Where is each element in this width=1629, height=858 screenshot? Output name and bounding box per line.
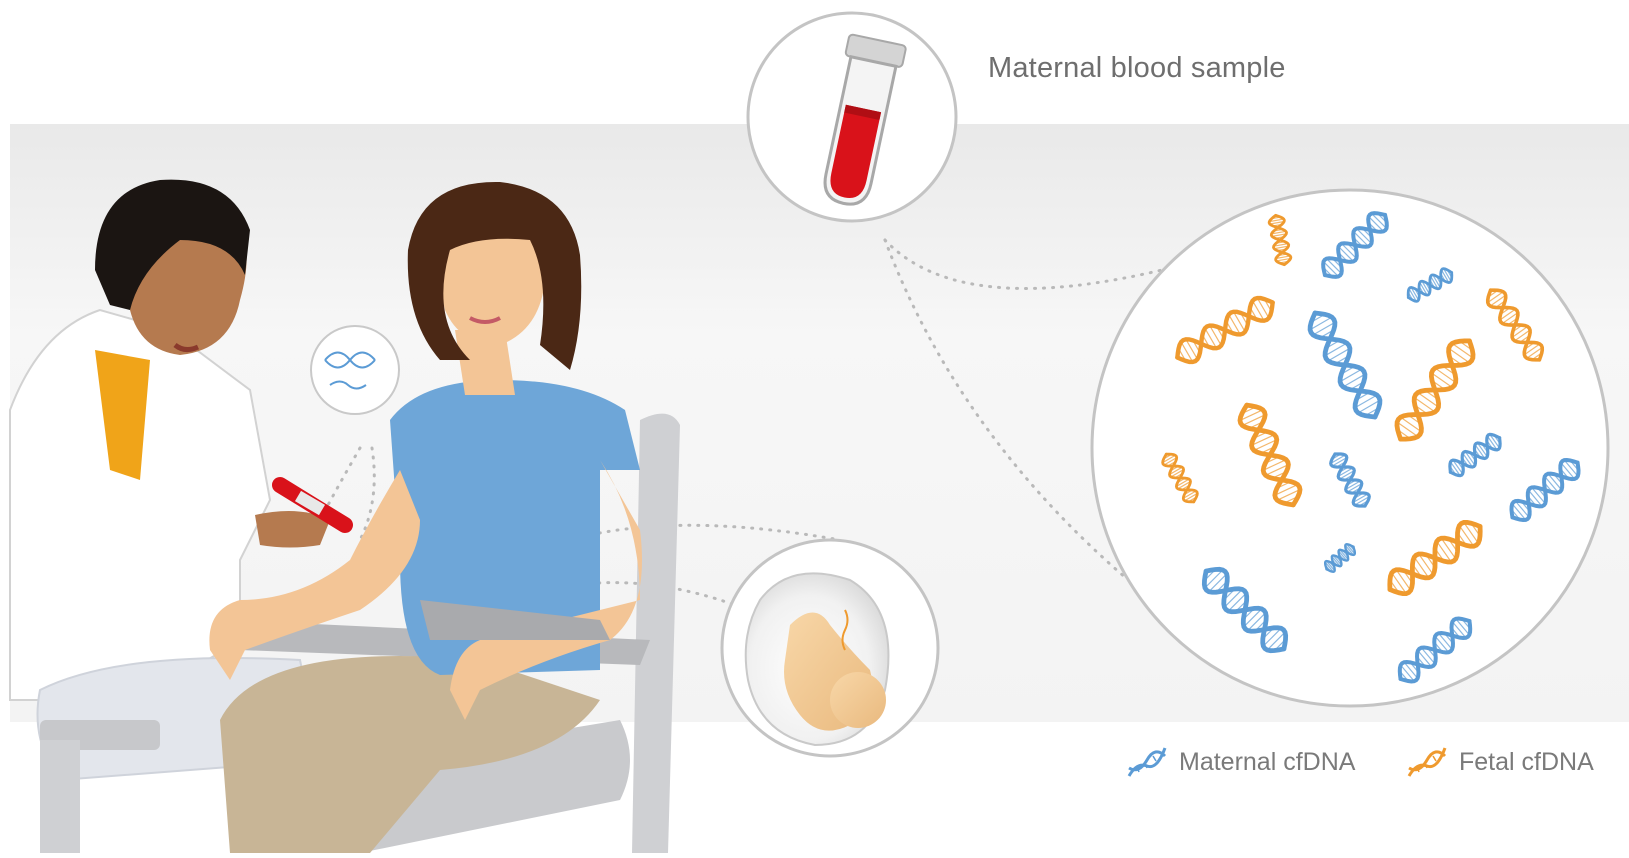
dna-helix-icon xyxy=(1405,742,1449,782)
blood-sample-bubble xyxy=(748,13,956,221)
legend-fetal-cfdna: Fetal cfDNA xyxy=(1405,742,1594,782)
cfdna-magnified-circle xyxy=(1092,190,1608,706)
dna-helix-icon xyxy=(1125,742,1169,782)
legend-maternal-label: Maternal cfDNA xyxy=(1179,748,1355,777)
fetus-bubble xyxy=(722,540,938,756)
legend-maternal-cfdna: Maternal cfDNA xyxy=(1125,742,1355,782)
maternal-blood-sample-label: Maternal blood sample xyxy=(988,52,1286,85)
legend-fetal-label: Fetal cfDNA xyxy=(1459,748,1594,777)
arm-dna-bubble xyxy=(311,326,399,414)
